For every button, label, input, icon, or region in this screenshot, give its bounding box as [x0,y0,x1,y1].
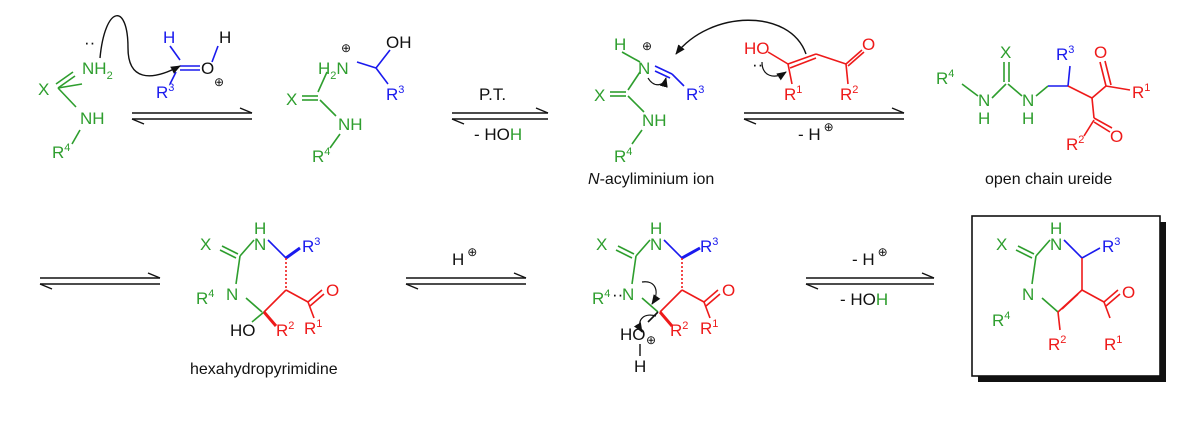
condition-minus-h: - H⊕ [798,120,834,144]
condition-minus-hoh: - HOH [474,125,522,144]
atom-o-aldehyde: O [201,59,214,78]
condition-minus-h: - H⊕ [852,245,888,269]
lone-pair: ·· [612,285,623,304]
atom-n-ring: N [1022,285,1034,304]
atom-r4: R4 [312,146,330,166]
atom-r3: R3 [302,236,320,256]
label-open-chain-ureide: open chain ureide [985,171,1112,188]
atom-r1: R1 [1104,334,1122,354]
hexahydropyrimidine: X H N R3 R4 N O HO R2 R1 hexahydropyrimi… [190,219,339,378]
atom-r4: R4 [52,142,70,162]
atom-o-carbonyl: O [326,281,339,300]
atom-x: X [594,86,605,105]
atom-ho: HO [230,321,256,340]
atom-r4: R4 [592,288,610,308]
label-acyliminium-ion: N-acyliminium ion [588,171,714,188]
atom-n-ring-top: N [1050,235,1062,254]
atom-o-carbonyl: O [1122,283,1135,302]
atom-nh2: NH2 [82,59,113,82]
atom-nh: NH [80,109,105,128]
atom-h-right: H [1022,109,1034,128]
atom-h-ring: H [254,219,266,238]
charge-plus: ⊕ [646,333,656,347]
atom-r1: R1 [784,84,802,104]
atom-n-ring-top: N [650,235,662,254]
atom-n-left: N [978,91,990,110]
atom-x: X [286,90,297,109]
atom-nh: NH [642,111,667,130]
atom-h2n: H2N [318,59,349,82]
condition-minus-hoh: - HOH [840,290,888,309]
label-hexahydropyrimidine: hexahydropyrimidine [190,361,338,378]
atom-h-ring: H [1050,219,1062,238]
atom-n-ring: N [226,285,238,304]
equilibrium-arrow-3: - H⊕ [743,107,905,144]
atom-r1: R1 [1132,82,1150,102]
atom-r4: R4 [936,68,954,88]
protonated-intermediate: X H N R3 R4 N ·· O HO ⊕ H R2 R1 [592,219,735,376]
equilibrium-arrow-6: - H⊕ - HOH [805,245,935,309]
atom-nh: NH [338,115,363,134]
lone-pair: ·· [752,55,763,74]
lone-pair: ·· [84,33,95,52]
atom-x: X [1000,43,1011,62]
charge-plus: ⊕ [642,39,652,53]
equilibrium-arrow-5: H⊕ [405,245,527,290]
atom-r3: R3 [386,84,404,104]
urea-aldehyde-reactants: NH2 ·· X NH R4 H O H ⊕ R3 [38,15,231,162]
atom-h: H [614,35,626,54]
atom-r4: R4 [614,146,632,166]
atom-h-left: H [978,109,990,128]
atom-x: X [596,235,607,254]
atom-r4: R4 [992,310,1010,330]
atom-r3: R3 [1102,236,1120,256]
atom-n-ring: N [622,285,634,304]
equilibrium-arrow-1 [131,107,253,125]
atom-h-oh: H [219,28,231,47]
atom-r2: R2 [276,320,294,340]
atom-r2: R2 [1048,334,1066,354]
equilibrium-arrow-4 [39,272,161,290]
atom-x: X [200,235,211,254]
atom-o-carbonyl: O [722,281,735,300]
atom-r3: R3 [1056,44,1074,64]
atom-n-ring-top: N [254,235,266,254]
atom-r3: R3 [156,82,174,102]
atom-r2: R2 [670,320,688,340]
condition-h-plus: H⊕ [452,245,477,269]
hemiaminal-intermediate: ⊕ H2N OH X R3 NH R4 [286,33,412,166]
atom-r3: R3 [686,84,704,104]
atom-r3: R3 [700,236,718,256]
acyliminium-ion-enol: H ⊕ N X R3 NH R4 HO ·· O R1 R2 N-acylimi… [588,19,875,188]
condition-pt: P.T. [479,85,506,104]
equilibrium-arrow-2: P.T. - HOH [451,85,549,144]
atom-ho-protonated: HO [620,325,646,344]
atom-n-plus: N [638,59,650,78]
atom-h-aldehyde: H [163,28,175,47]
atom-x: X [996,235,1007,254]
atom-h-ring: H [650,219,662,238]
atom-r1: R1 [304,318,322,338]
atom-r4: R4 [196,288,214,308]
atom-n-right: N [1022,91,1034,110]
atom-o-keto: O [862,35,875,54]
charge-plus: ⊕ [214,75,224,89]
atom-oh: OH [386,33,412,52]
charge-plus: ⊕ [341,41,351,55]
atom-x: X [38,80,49,99]
atom-ho-enol: HO [744,39,770,58]
atom-o-top: O [1094,43,1107,62]
atom-h-bottom: H [634,357,646,376]
atom-r2: R2 [1066,134,1084,154]
open-chain-ureide: X R4 N H N H R3 O R1 O R2 open chain ure… [936,43,1150,188]
atom-o-bottom: O [1110,127,1123,146]
atom-r2: R2 [840,84,858,104]
dihydropyrimidinone-product: X H N R3 R4 N O R2 R1 [971,215,1166,382]
atom-r1: R1 [700,318,718,338]
